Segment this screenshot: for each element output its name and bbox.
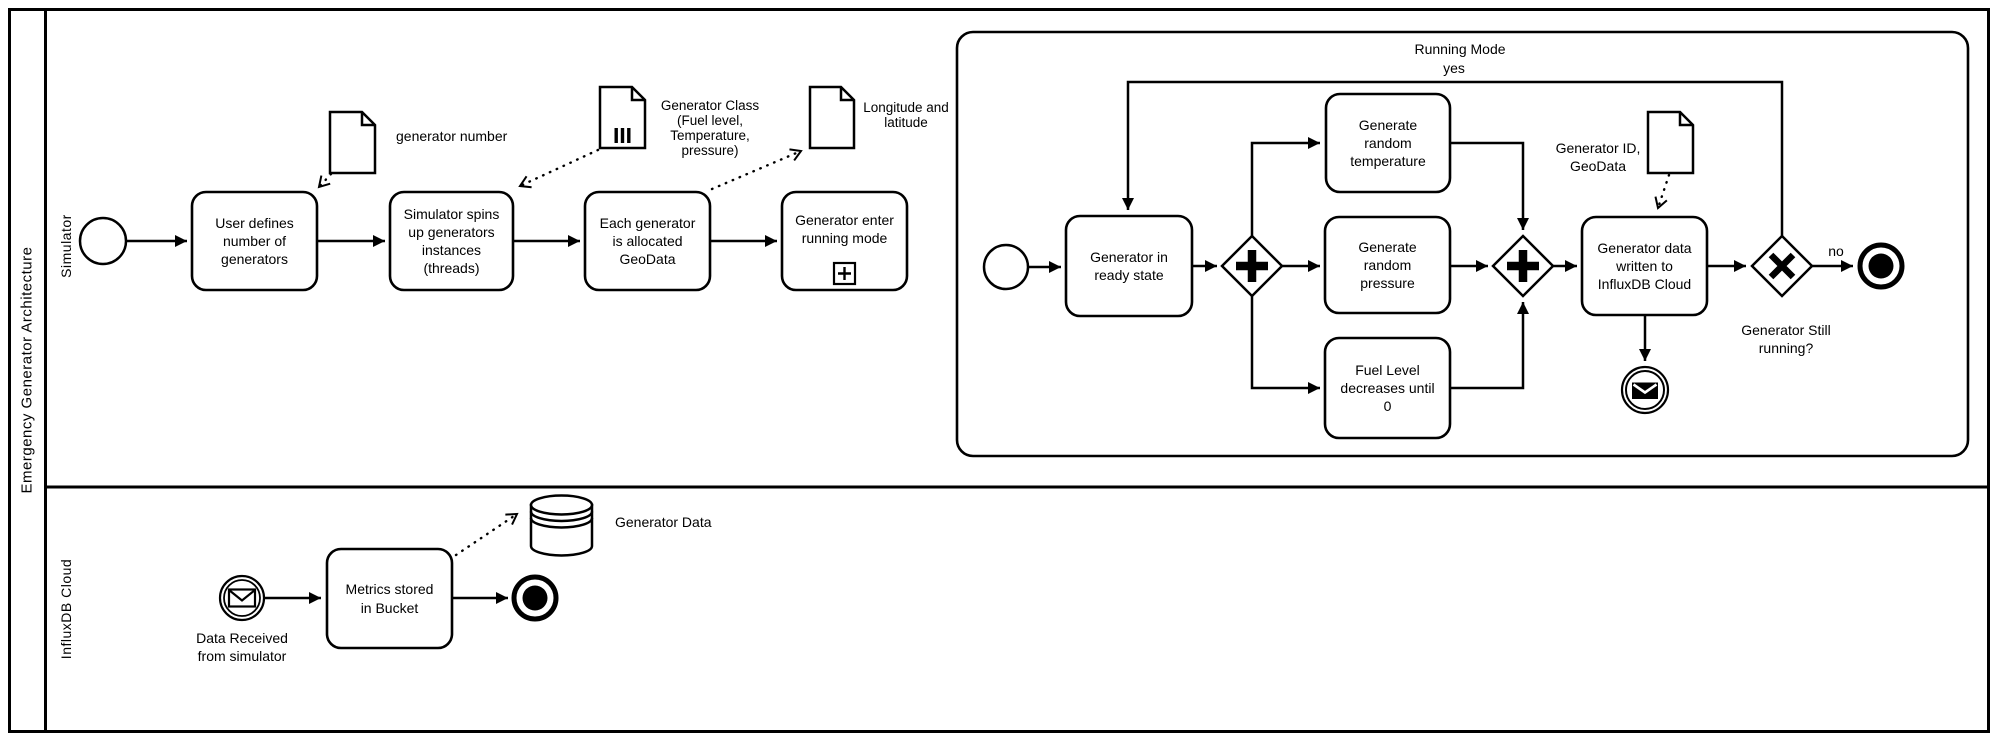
data-object-generator-class[interactable] xyxy=(598,85,647,150)
task-generate-pressure[interactable] xyxy=(1323,215,1452,315)
message-start-event[interactable] xyxy=(218,574,266,622)
flow-label-yes: yes xyxy=(1443,60,1465,76)
doc-longitude-label: Longitude and latitude xyxy=(863,100,949,131)
task-spins-up-label: Simulator spins up generators instances … xyxy=(403,205,500,277)
task-user-defines[interactable] xyxy=(190,190,319,292)
datastore-generator-data[interactable] xyxy=(529,494,594,557)
task-ready-state-label: Generator in ready state xyxy=(1090,248,1168,283)
subprocess-plus-marker-icon xyxy=(832,261,857,286)
lane-label-simulator: Simulator xyxy=(58,214,74,278)
end-event-influxdb[interactable] xyxy=(511,574,559,622)
message-start-label: Data Received from simulator xyxy=(196,630,288,665)
task-write-influxdb-label: Generator data written to InfluxDB Cloud xyxy=(1597,239,1692,293)
parallel-gateway-join[interactable] xyxy=(1491,234,1555,298)
doc-generator-number-label: generator number xyxy=(396,128,508,144)
doc-generator-class-label: Generator Class (Fuel level, Temperature… xyxy=(660,98,760,159)
plus-icon xyxy=(1507,250,1539,282)
task-generate-temperature-label: Generate random temperature xyxy=(1350,116,1426,170)
task-user-defines-label: User defines number of generators xyxy=(215,214,294,268)
doc-generator-id-label: Generator ID, GeoData xyxy=(1555,140,1641,175)
data-object-generator-number[interactable] xyxy=(328,110,377,175)
flow-label-no: no xyxy=(1828,243,1844,259)
gateway-question-label: Generator Still running? xyxy=(1741,322,1831,357)
task-running-mode-collapsed[interactable] xyxy=(780,190,909,292)
data-associations xyxy=(317,148,1671,557)
task-ready-state[interactable] xyxy=(1064,214,1194,318)
datastore-label: Generator Data xyxy=(615,514,712,530)
task-metrics-bucket[interactable] xyxy=(325,547,454,650)
task-generate-pressure-label: Generate random pressure xyxy=(1358,238,1417,292)
task-geodata-label: Each generator is allocated GeoData xyxy=(599,214,696,268)
x-icon xyxy=(1768,252,1796,280)
envelope-icon xyxy=(227,588,257,608)
message-throw-event[interactable] xyxy=(1620,365,1670,415)
task-write-influxdb[interactable] xyxy=(1580,215,1709,317)
sequence-flows-subprocess xyxy=(1028,80,1853,394)
subprocess-title: Running Mode xyxy=(1414,41,1506,57)
lane-label-influxdb: InfluxDB Cloud xyxy=(58,558,74,660)
data-object-longitude[interactable] xyxy=(808,85,856,150)
task-running-mode-label: Generator enter running mode xyxy=(795,211,894,246)
exclusive-gateway[interactable] xyxy=(1750,234,1814,298)
data-object-generator-id[interactable] xyxy=(1646,110,1695,175)
task-metrics-bucket-label: Metrics stored in Bucket xyxy=(345,581,434,616)
parallel-gateway-split[interactable] xyxy=(1220,234,1284,298)
task-fuel-level-label: Fuel Level decreases until 0 xyxy=(1340,361,1435,415)
start-event-subprocess[interactable] xyxy=(982,243,1030,291)
task-generate-temperature[interactable] xyxy=(1324,92,1452,194)
loop-back-flow xyxy=(1122,80,1784,236)
pool-label: Emergency Generator Architecture xyxy=(18,246,36,494)
subprocess-running-mode-container[interactable] xyxy=(955,30,1970,458)
task-geodata[interactable] xyxy=(583,190,712,292)
multi-instance-marker-icon xyxy=(614,128,631,143)
task-fuel-level[interactable] xyxy=(1323,336,1452,440)
end-event-subprocess[interactable] xyxy=(1857,242,1905,290)
pool-emergency-generator-architecture xyxy=(8,8,1990,733)
plus-icon xyxy=(1236,250,1268,282)
task-spins-up[interactable] xyxy=(388,190,515,292)
start-event-simulator[interactable] xyxy=(78,216,128,266)
